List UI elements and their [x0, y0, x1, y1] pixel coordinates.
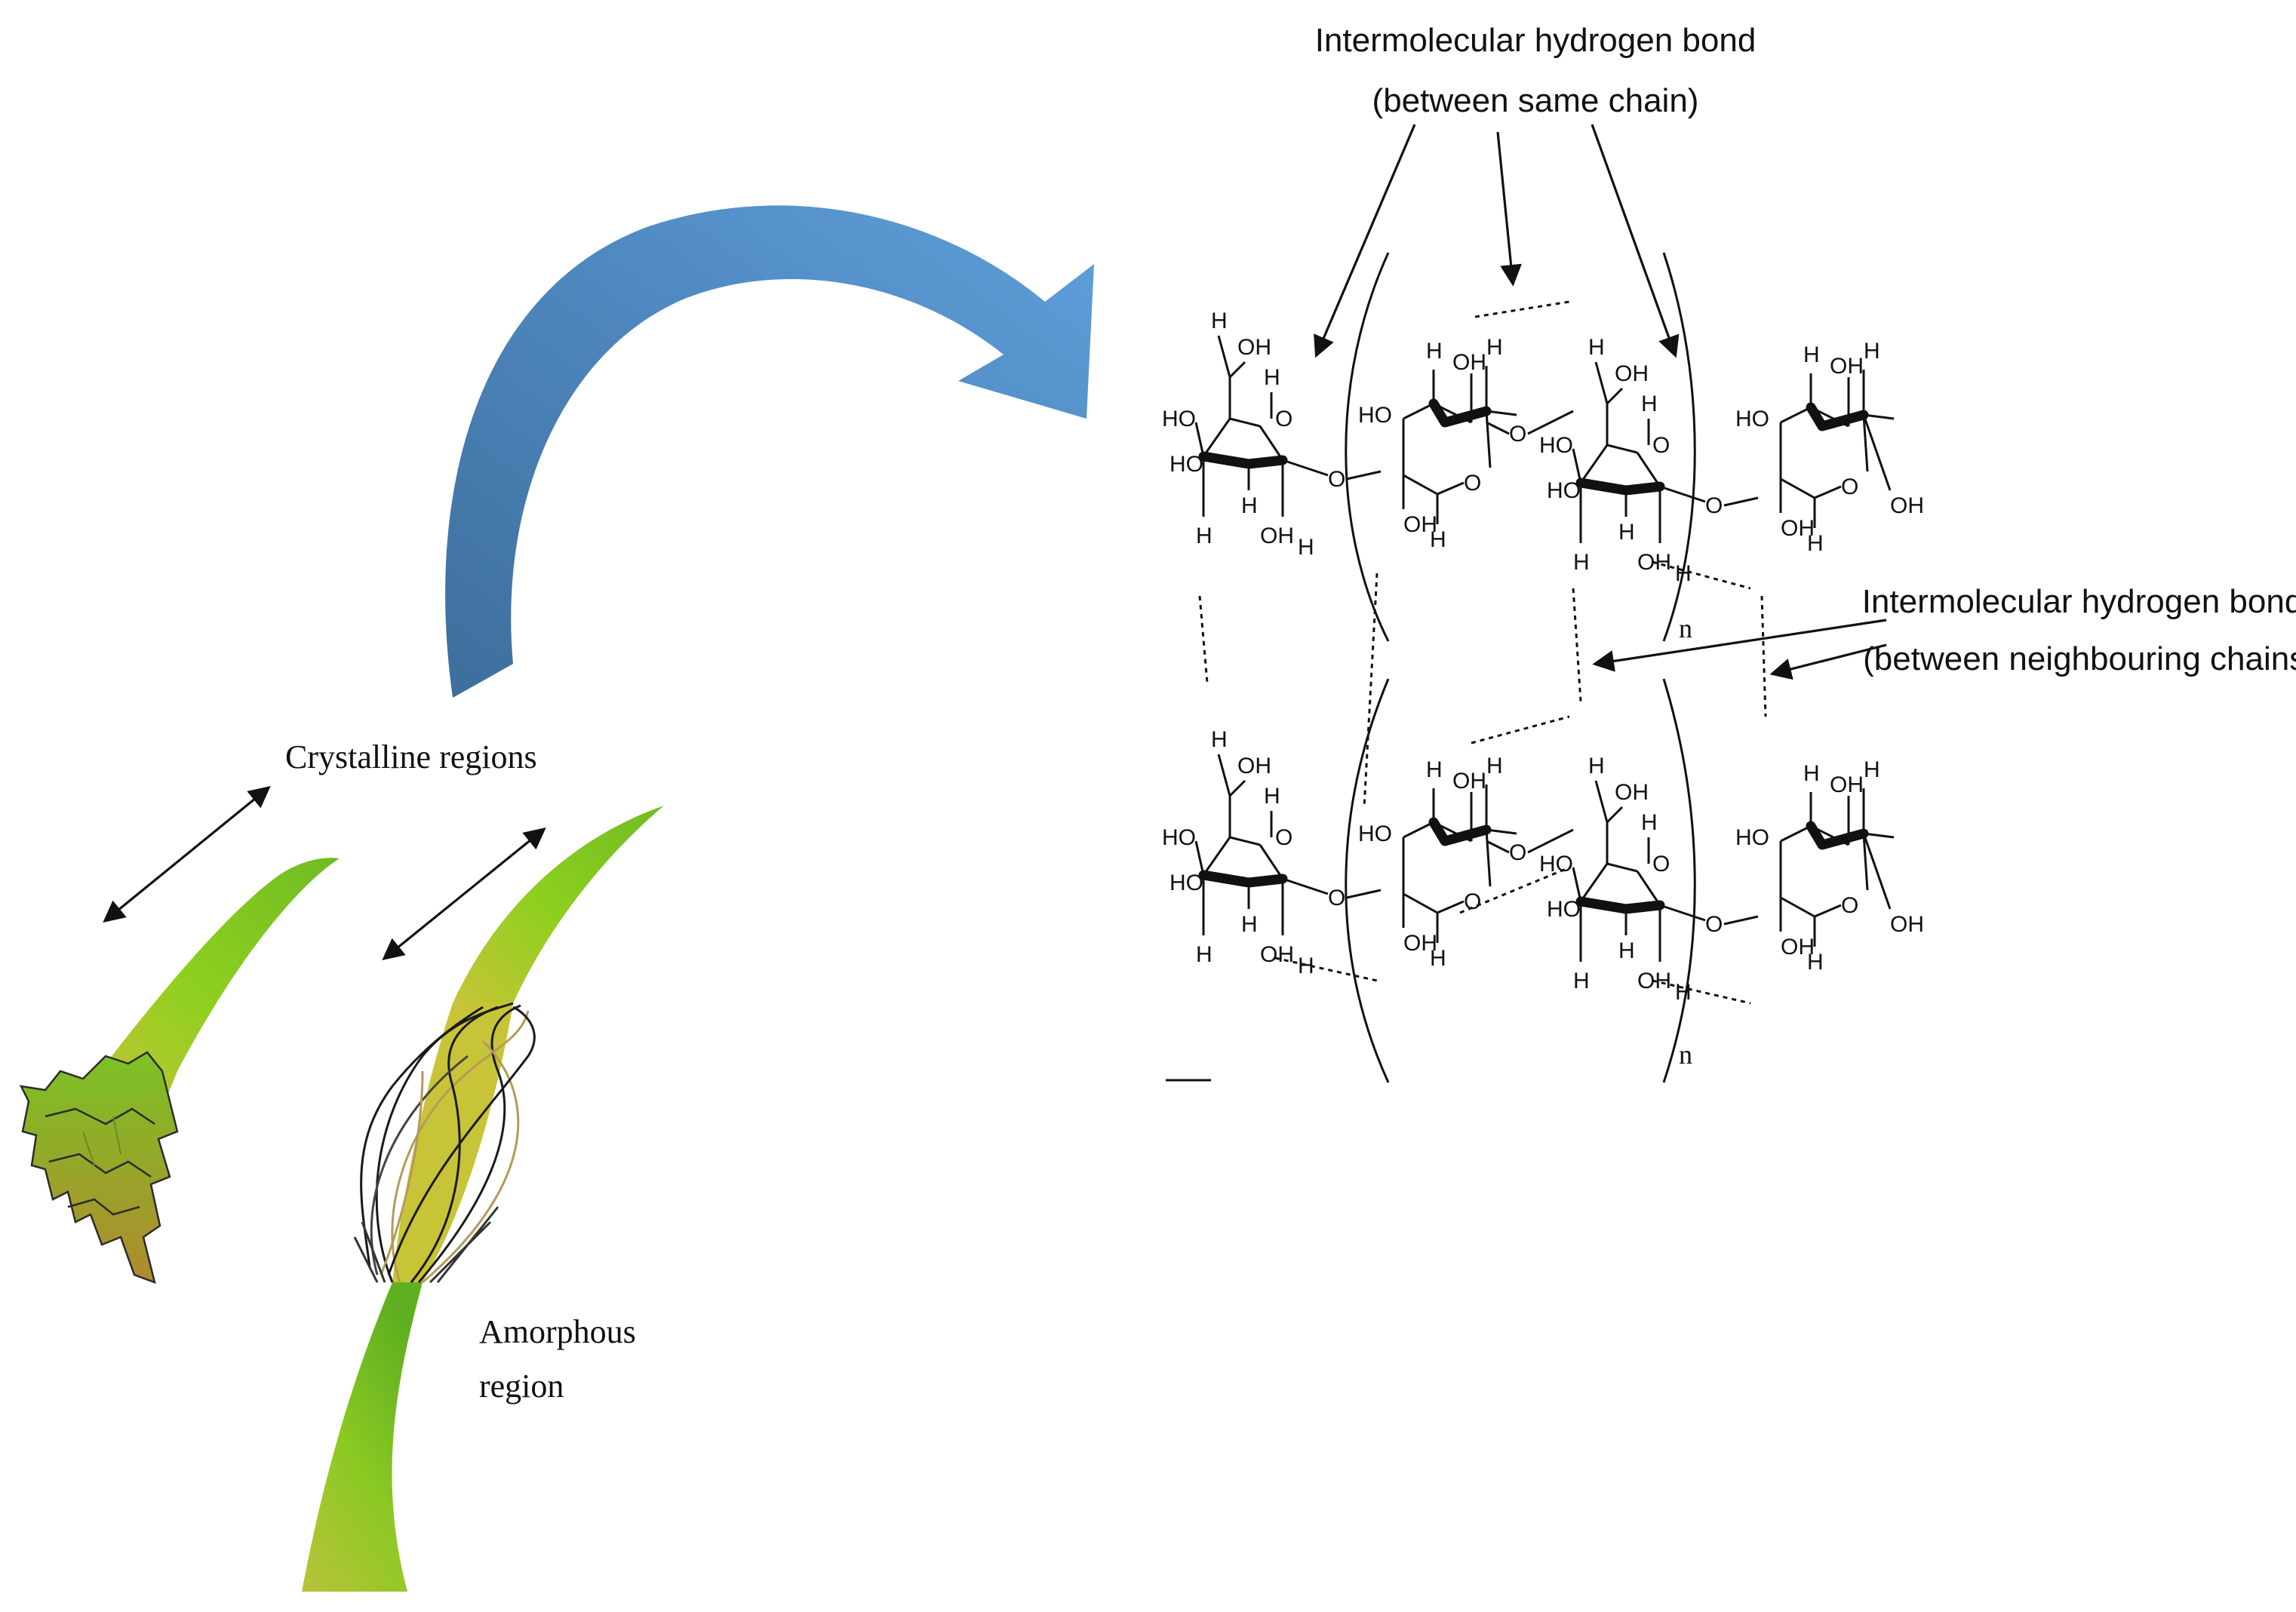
ring-oxygen-label: O — [1464, 889, 1481, 914]
glycosidic-oxygen-label: O — [1328, 886, 1345, 910]
glycosidic-oxygen-label: O — [1328, 467, 1345, 492]
hydroxyl-label: OH — [1830, 354, 1864, 379]
hydroxyl-label: HO — [1539, 433, 1573, 458]
hydrogen-label: H — [1196, 524, 1213, 548]
amorphous-chain-tangle — [353, 1002, 536, 1284]
amorphous-label-line2: region — [479, 1368, 564, 1405]
hydroxyl-label: HO — [1547, 478, 1581, 503]
ring-oxygen-label: O — [1275, 407, 1292, 431]
glycosidic-oxygen-label: O — [1705, 493, 1723, 518]
crystalline-length-arrows — [103, 785, 546, 961]
same-chain-label-line1: Intermolecular hydrogen bond — [1315, 22, 1757, 59]
hydrogen-label: H — [1807, 950, 1824, 975]
hydroxyl-label: OH — [1890, 493, 1924, 518]
repeat-unit-brackets — [1345, 252, 1696, 1083]
hydrogen-label: H — [1588, 335, 1605, 360]
hydroxyl-label: HO — [1162, 825, 1196, 850]
ring-oxygen-label: O — [1652, 433, 1670, 458]
hydrogen-label: H — [1807, 531, 1824, 556]
hydrogen-label: H — [1864, 339, 1880, 364]
glycosidic-oxygen-label: O — [1509, 840, 1526, 865]
hydrogen-label: H — [1426, 339, 1443, 364]
hydroxyl-label: HO — [1547, 897, 1581, 922]
hydrogen-label: H — [1430, 946, 1446, 971]
hydrogen-label: H — [1641, 810, 1658, 835]
hydrogen-label: H — [1486, 335, 1503, 360]
ring-oxygen-label: O — [1464, 471, 1481, 496]
hydrogen-label: H — [1803, 342, 1820, 367]
hydrogen-label: H — [1803, 761, 1820, 786]
hydroxyl-label: OH — [1403, 512, 1437, 537]
hydroxyl-label: HO — [1358, 403, 1392, 428]
hydroxyl-label: OH — [1830, 772, 1864, 797]
hydrogen-label: H — [1211, 727, 1228, 752]
hydroxyl-label: OH — [1890, 912, 1924, 937]
hydroxyl-label: OH — [1615, 361, 1649, 386]
double-arrow-icon — [382, 827, 546, 961]
hydroxyl-label: HO — [1735, 825, 1769, 850]
hydrogen-label: H — [1196, 942, 1213, 967]
repeat-n-top: n — [1679, 613, 1692, 643]
hydrogen-label: H — [1675, 980, 1692, 1005]
neighbour-pointer-arrows — [1592, 619, 1887, 680]
glycosidic-oxygen-label: O — [1705, 912, 1723, 937]
hydroxyl-label: HO — [1539, 852, 1573, 877]
ring-oxygen-label: O — [1652, 852, 1670, 877]
hydroxyl-label: HO — [1735, 407, 1769, 431]
glycosidic-oxygen-label: O — [1509, 422, 1526, 447]
hydroxyl-label: HO — [1170, 870, 1203, 895]
crystalline-fiber-illustration — [19, 858, 340, 1284]
hydroxyl-label: HO — [1170, 452, 1203, 477]
hydrogen-label: H — [1430, 527, 1446, 552]
interchain-hydrogen-bonds — [1198, 300, 1767, 1005]
hydroxyl-label: OH — [1260, 524, 1294, 548]
hydrogen-label: H — [1864, 757, 1880, 782]
ring-oxygen-label: O — [1275, 825, 1292, 850]
hydrogen-label: H — [1264, 784, 1280, 809]
ring-oxygen-label: O — [1841, 893, 1858, 918]
hydroxyl-label: OH — [1615, 780, 1649, 805]
same-chain-label-line2: (between same chain) — [1372, 82, 1699, 119]
hydrogen-label: H — [1211, 309, 1228, 333]
hydroxyl-label: HO — [1358, 821, 1392, 846]
double-arrow-icon — [103, 785, 271, 923]
hydrogen-label: H — [1486, 754, 1503, 778]
hydrogen-label: H — [1573, 969, 1590, 993]
hydrogen-label: H — [1426, 757, 1443, 782]
hydrogen-label: H — [1573, 550, 1590, 575]
hydroxyl-label: HO — [1162, 407, 1196, 431]
hydrogen-label: H — [1298, 953, 1314, 978]
hydroxyl-label: OH — [1237, 335, 1271, 360]
hydroxyl-label: OH — [1452, 769, 1486, 794]
amorphous-label-line1: Amorphous — [479, 1313, 636, 1350]
hydroxyl-label: OH — [1403, 931, 1437, 956]
hydrogen-label: H — [1241, 493, 1258, 518]
same-chain-pointer-arrows — [1314, 124, 1680, 358]
hydrogen-label: H — [1298, 535, 1314, 560]
hydroxyl-label: OH — [1781, 516, 1815, 541]
neighbour-label-line1: Intermolecular hydrogen bond — [1862, 583, 2296, 620]
amorphous-fiber-illustration — [302, 806, 664, 1592]
neighbour-label-line2: (between neighbouring chains) — [1863, 640, 2296, 677]
hydrogen-label: H — [1618, 520, 1635, 545]
hydroxyl-label: OH — [1452, 350, 1486, 375]
hydroxyl-label: OH — [1260, 942, 1294, 967]
hydrogen-label: H — [1241, 912, 1258, 937]
hydrogen-label: H — [1264, 365, 1280, 390]
ring-oxygen-label: O — [1841, 474, 1858, 499]
repeat-n-bottom: n — [1679, 1039, 1692, 1070]
hydroxyl-label: OH — [1237, 754, 1271, 778]
hydrogen-label: H — [1641, 391, 1658, 416]
hydroxyl-label: OH — [1781, 935, 1815, 960]
hydrogen-label: H — [1588, 754, 1605, 778]
crystalline-label: Crystalline regions — [285, 738, 537, 775]
curved-arrow-icon — [445, 205, 1094, 698]
hydrogen-label: H — [1618, 938, 1635, 963]
